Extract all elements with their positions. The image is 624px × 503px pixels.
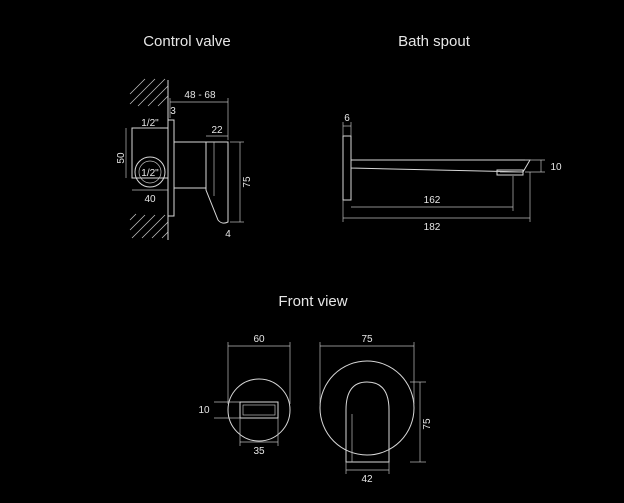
- wall-hatch: [129, 78, 169, 239]
- dim-182: 182: [424, 222, 441, 233]
- dim-60: 60: [253, 334, 265, 345]
- dim-10-front: 10: [198, 405, 210, 416]
- dim-162: 162: [424, 195, 441, 206]
- dim-48-68: 48 - 68: [184, 90, 216, 101]
- control-valve-drawing: 48 - 68 3 1/2" 22 50 1/2" 75 40 4: [116, 78, 253, 240]
- dim-1-2-circle: 1/2": [141, 168, 159, 179]
- dim-1-2-top: 1/2": [141, 118, 159, 129]
- dim-40: 40: [144, 194, 156, 205]
- dim-6: 6: [344, 113, 350, 124]
- dim-35: 35: [253, 446, 265, 457]
- bath-spout-drawing: 6 10 162 182: [342, 113, 562, 233]
- dim-22: 22: [211, 125, 223, 136]
- dim-42: 42: [361, 474, 373, 485]
- title-front-view: Front view: [278, 293, 347, 310]
- dim-50: 50: [116, 152, 127, 164]
- title-control-valve: Control valve: [143, 33, 231, 50]
- dim-3: 3: [170, 106, 176, 117]
- dim-75-front-side: 75: [422, 418, 433, 430]
- dim-10-spout: 10: [550, 162, 562, 173]
- dim-75-front-top: 75: [361, 334, 373, 345]
- front-view-drawing: 60 10 35 75 75 42: [198, 334, 433, 485]
- dim-75-valve: 75: [242, 176, 253, 188]
- title-bath-spout: Bath spout: [398, 33, 471, 50]
- dim-4: 4: [225, 229, 231, 240]
